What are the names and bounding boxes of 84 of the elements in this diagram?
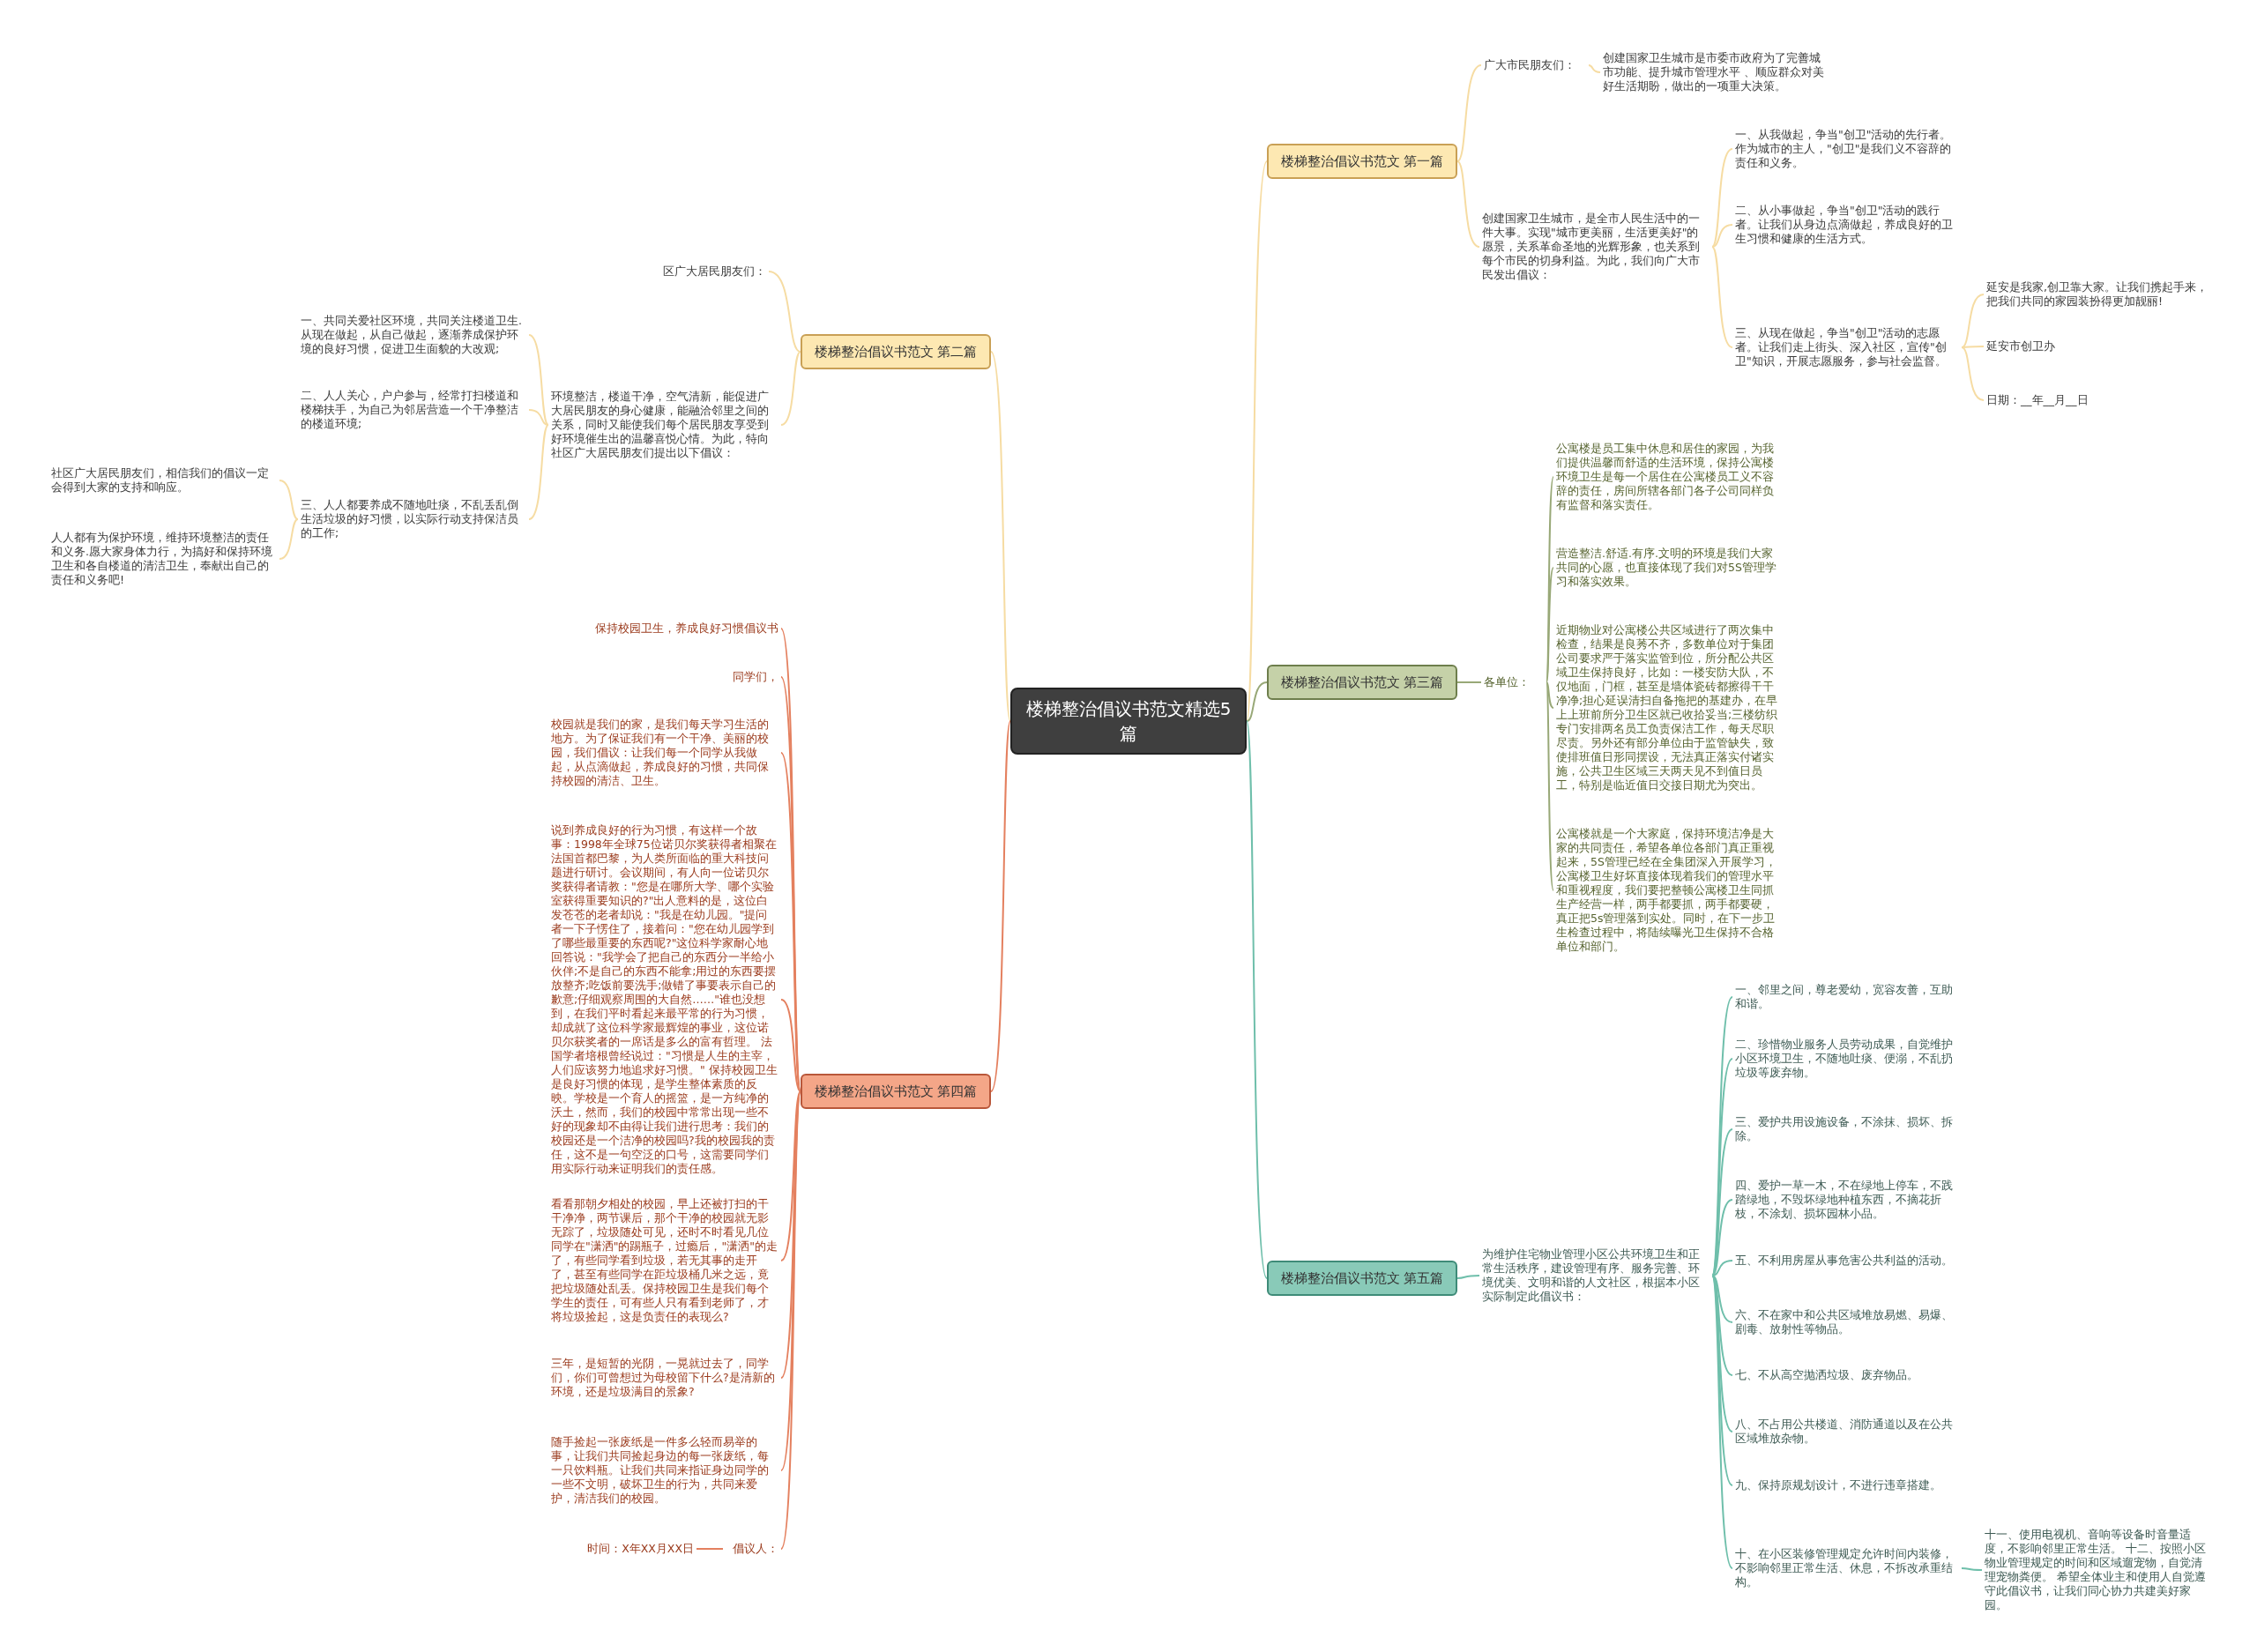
topic-text: 十、在小区装修管理规定允许时间内装修，不影响邻里正常生活、休息，不拆改承重结构。 [1732, 1547, 1962, 1589]
topic-text: 日期：__年__月__日 [1984, 393, 2134, 407]
topic-text: 一、从我做起，争当"创卫"活动的先行者。作为城市的主人，"创卫"是我们义不容辞的责任和义务。 [1732, 128, 1962, 170]
connector-line [1961, 1567, 1983, 1571]
topic-text: 三、从现在做起，争当"创卫"活动的志愿者。让我们走上街头、深入社区，宣传"创卫"知识，开展志愿服务，参与社会监督。 [1732, 326, 1962, 368]
connector-line [279, 518, 299, 560]
topic-text: 创建国家卫生城市是市委市政府为了完善城市功能、提升城市管理水平 、顺应群众对美好生活期盼，做出的一项重大决策。 [1600, 51, 1831, 93]
connector-line [1711, 1275, 1733, 1569]
connector-line [1456, 1275, 1480, 1279]
connector-line [1456, 64, 1482, 162]
connector-line [1546, 567, 1554, 683]
connector-line [990, 720, 1011, 1092]
topic-text: 时间：X年XX月XX日 [564, 1542, 696, 1556]
connector-line [1456, 681, 1482, 683]
connector-line [990, 351, 1011, 722]
topic-text: 三、人人都要养成不随地吐痰，不乱丢乱倒生活垃圾的好习惯，以实际行动支持保洁员的工作; [298, 498, 529, 540]
topic-text: 广大市民朋友们： [1481, 58, 1589, 72]
topic-text: 延安是我家,创卫靠大家。让我们携起手来，把我们共同的家园装扮得更加靓丽! [1984, 280, 2215, 309]
topic-text: 二、人人关心，户户参与，经常打扫楼道和楼梯扶手，为自己为邻居营造一个干净整洁的楼道环境; [298, 389, 529, 431]
connector-line [1246, 160, 1268, 722]
topic-text: 十一、使用电视机、音响等设备时音量适度，不影响邻里正常生活。 十二、按照小区物业管理规定的时间和区域遛宠物，自觉清理宠物粪便。 希望全体业主和使用人自觉遵守此倡议书，让我们同心协力共建美好家园。 [1982, 1528, 2215, 1612]
topic-text: 为维护住宅物业管理小区公共环境卫生和正常生活秩序，建设管理有序、服务完善、环境优美、文明和谐的人文社区，根据本小区实际制定此倡议书： [1479, 1247, 1712, 1304]
connector-line [1711, 1199, 1733, 1276]
connector-line [528, 409, 549, 426]
connector-line [780, 351, 801, 426]
topic-text: 区广大居民朋友们： [649, 264, 769, 279]
topic-text: 社区广大居民朋友们，相信我们的倡议一定会得到大家的支持和响应。 [48, 466, 279, 495]
connector-line [1711, 1058, 1733, 1276]
topic-text: 三、爱护共用设施设备，不涂抹、损坏、拆除。 [1732, 1115, 1962, 1143]
branch-topic-box: 楼梯整治倡议书范文 第二篇 [801, 334, 991, 369]
branch-topic-box: 楼梯整治倡议书范文 第五篇 [1267, 1261, 1457, 1296]
topic-text: 看看那朝夕相处的校园，早上还被打扫的干干净净，两节课后，那个干净的校园就无影无踪了，垃圾随处可见，还时不时看见几位同学在"潇洒"的踢瓶子，过瘾后，"潇洒"的走了，有些同学看到垃圾，若无其事的走开了，甚至有些同学在距垃圾桶几米之远，竟把垃圾随处乱丢。保持校园卫生是我们每个学生的责任，可有些人只有看到老师了，才将垃圾捡起，这是负责任的表现么? [548, 1197, 781, 1324]
topic-text: 随手捡起一张废纸是一件多么轻而易举的事，让我们共同捡起身边的每一张废纸，每一只饮料瓶。让我们共同来指证身边同学的一些不文明，破坏卫生的行为，共同来爱护，清洁我们的校园。 [548, 1435, 781, 1506]
connector-line [1246, 720, 1268, 1279]
connector-line [279, 480, 299, 520]
connector-line [1546, 681, 1554, 709]
topic-text: 同学们， [688, 670, 781, 684]
topic-text: 公寓楼是员工集中休息和居住的家园，为我们提供温馨而舒适的生活环境，保持公寓楼环境卫生是每一个居住在公寓楼员工义不容辞的责任，房间所辖各部门各子公司同样负有监督和落实责任。 [1553, 442, 1784, 512]
connector-line [768, 271, 801, 353]
branch-topic-box: 楼梯整治倡议书范文 第四篇 [801, 1074, 991, 1109]
topic-text: 环境整洁，楼道干净，空气清新，能促进广大居民朋友的身心健康，能融洽邻里之间的关系，同时又能使我们每个居民朋友享受到好环境催生出的温馨喜悦心情。为此，特向社区广大居民朋友们提出以下倡议： [548, 390, 781, 460]
topic-text: 营造整洁.舒适.有序.文明的环境是我们大家共同的心愿，也直接体现了我们对5S管理学习和落实效果。 [1553, 547, 1784, 589]
topic-text: 一、邻里之间，尊老爱幼，宽容友善，互助和谐。 [1732, 983, 1962, 1011]
topic-text: 三年，是短暂的光阴，一晃就过去了，同学们，你们可曾想过为母校留下什么?是清新的环境，还是垃圾满目的景象? [548, 1357, 781, 1399]
topic-text: 校园就是我们的家，是我们每天学习生活的地方。为了保证我们有一个干净、美丽的校园，我们倡议：让我们每一个同学从我做起，从点滴做起，养成良好的习惯，共同保持校园的清洁、卫生。 [548, 718, 781, 788]
connector-line [696, 1548, 724, 1550]
connector-line [528, 334, 549, 426]
topic-text: 人人都有为保护环境，维持环境整洁的责任和义务.愿大家身体力行，为搞好和保持环境卫生和各自楼道的清洁卫生，奉献出自己的责任和义务吧! [48, 531, 279, 587]
topic-text: 四、爱护一草一木，不在绿地上停车，不践踏绿地，不毁坏绿地种植东西，不摘花折枝，不涂划、损坏园林小品。 [1732, 1179, 1962, 1221]
topic-text: 五、不利用房屋从事危害公共利益的活动。 [1732, 1254, 1962, 1268]
topic-text: 说到养成良好的行为习惯，有这样一个故事：1998年全球75位诺贝尔奖获得者相聚在法国首都巴黎，为人类所面临的重大科技问题进行研讨。会议期间，有人向一位诺贝尔奖获得者请教："您是在哪所大学、哪个实验室获得重要知识的?"出人意料的是，这位白发苍苍的老者却说："我是在幼儿园。"提问者一下子愣住了，接着问："您在幼儿园学到了哪些最重要的东西呢?"这位科学家耐心地回答说："我学会了把自己的东西分一半给小伙伴;不是自己的东西不能拿;用过的东西要摆放整齐;吃饭前要洗手;做错了事要表示自己的歉意;仔细观察周围的大自然……"谁也没想到，在我们平时看起来最平常的行为习惯，却成就了这位科学家最辉煌的事业，这位诺贝尔获奖者的一席话是多么的富有哲理。 法国学者培根曾经说过："习惯是人生的主宰，人们应该努力地追求好习惯。" 保持校园卫生是良好习惯的体现，是学生整体素质的反映。学校是一个育人的摇篮，是一方纯净的沃土，然而，我们的校园中常常出现一些不好的现象却不由得让我们进行思考：我们的校园还是一个洁净的校园吗?我的校园我的责任，这不是一句空泛的口号，这需要同学们用实际行动来证明我们的责任感。 [548, 823, 781, 1176]
topic-text: 六、不在家中和公共区域堆放易燃、易爆、剧毒、放射性等物品。 [1732, 1308, 1962, 1336]
connector-line [1961, 346, 1985, 348]
topic-text: 保持校园卫生，养成良好习惯倡议书 [555, 621, 781, 636]
topic-text: 近期物业对公寓楼公共区域进行了两次集中检查，结果是良莠不齐，多数单位对于集团公司要求严于落实监管到位，所分配公共区域卫生保持良好，比如：一楼安防大队，不仅地面，门框，甚至是墙体瓷砖都擦得干干净净;担心延误清扫自备拖把的基建办，在早上上班前所分卫生区就已收拾妥当;三楼纺织专门安排两名员工负责保洁工作，每天尽职尽责。另外还有部分单位由于监管缺失，致使排班值日形同摆设，无法真正落实付诸实施，公共卫生区域三天两天见不到值日员工，特别是临近值日交接日期尤为突出。 [1553, 623, 1784, 793]
topic-text: 七、不从高空抛洒垃圾、废弃物品。 [1732, 1368, 1962, 1382]
connector-line [1711, 246, 1733, 348]
topic-text: 二、从小事做起，争当"创卫"活动的践行者。让我们从身边点滴做起，养成良好的卫生习惯和健康的生活方式。 [1732, 204, 1962, 246]
topic-text: 公寓楼就是一个大家庭，保持环境洁净是大家的共同责任，希望各单位各部门真正重视起来，5S管理已经在全集团深入开展学习，公寓楼卫生好坏直接体现着我们的管理水平和重视程度，我们要把整顿公寓楼卫生同抓生产经营一样，两手都要抓，两手都要硬，真正把5s管理落到实处。同时，在下一步卫生检查过程中，将陆续曝光卫生保持不合格单位和部门。 [1553, 827, 1784, 954]
connector-line [1711, 1260, 1733, 1276]
topic-text: 一、共同关爱社区环境，共同关注楼道卫生.从现在做起，从自己做起，逐渐养成保护环境的良好习惯，促进卫生面貌的大改观; [298, 314, 529, 356]
connector-line [1961, 294, 1985, 348]
central-topic-box: 楼梯整治倡议书范文精选5篇 [1010, 688, 1247, 755]
connector-line [1711, 1275, 1733, 1486]
connector-line [1961, 346, 1985, 401]
topic-text: 各单位： [1481, 675, 1546, 689]
connector-line [528, 424, 549, 520]
topic-text: 九、保持原规划设计，不进行违章搭建。 [1732, 1478, 1962, 1492]
connector-line [780, 999, 801, 1092]
connector-line [1588, 64, 1601, 73]
topic-text: 创建国家卫生城市，是全市人民生活中的一件大事。实现"城市更美丽，生活更美好"的愿景，关系革命圣地的光辉形象，也关系到每个市民的切身利益。为此，我们向广大市民发出倡议： [1479, 212, 1712, 282]
topic-text: 倡议人： [723, 1542, 781, 1556]
connector-line [1546, 681, 1554, 891]
connector-line [780, 1090, 801, 1261]
connector-line [1711, 148, 1733, 248]
connector-line [1711, 224, 1733, 248]
connector-line [1711, 1275, 1733, 1323]
connector-line [1246, 681, 1268, 722]
branch-topic-box: 楼梯整治倡议书范文 第一篇 [1267, 144, 1457, 179]
connector-line [1456, 160, 1480, 248]
branch-topic-box: 楼梯整治倡议书范文 第三篇 [1267, 665, 1457, 700]
topic-text: 二、珍惜物业服务人员劳动成果，自觉维护小区环境卫生，不随地吐痰、便溺，不乱扔垃圾等废弃物。 [1732, 1038, 1962, 1080]
topic-text: 延安市创卫办 [1984, 339, 2089, 353]
topic-text: 八、不占用公共楼道、消防通道以及在公共区域堆放杂物。 [1732, 1418, 1962, 1446]
